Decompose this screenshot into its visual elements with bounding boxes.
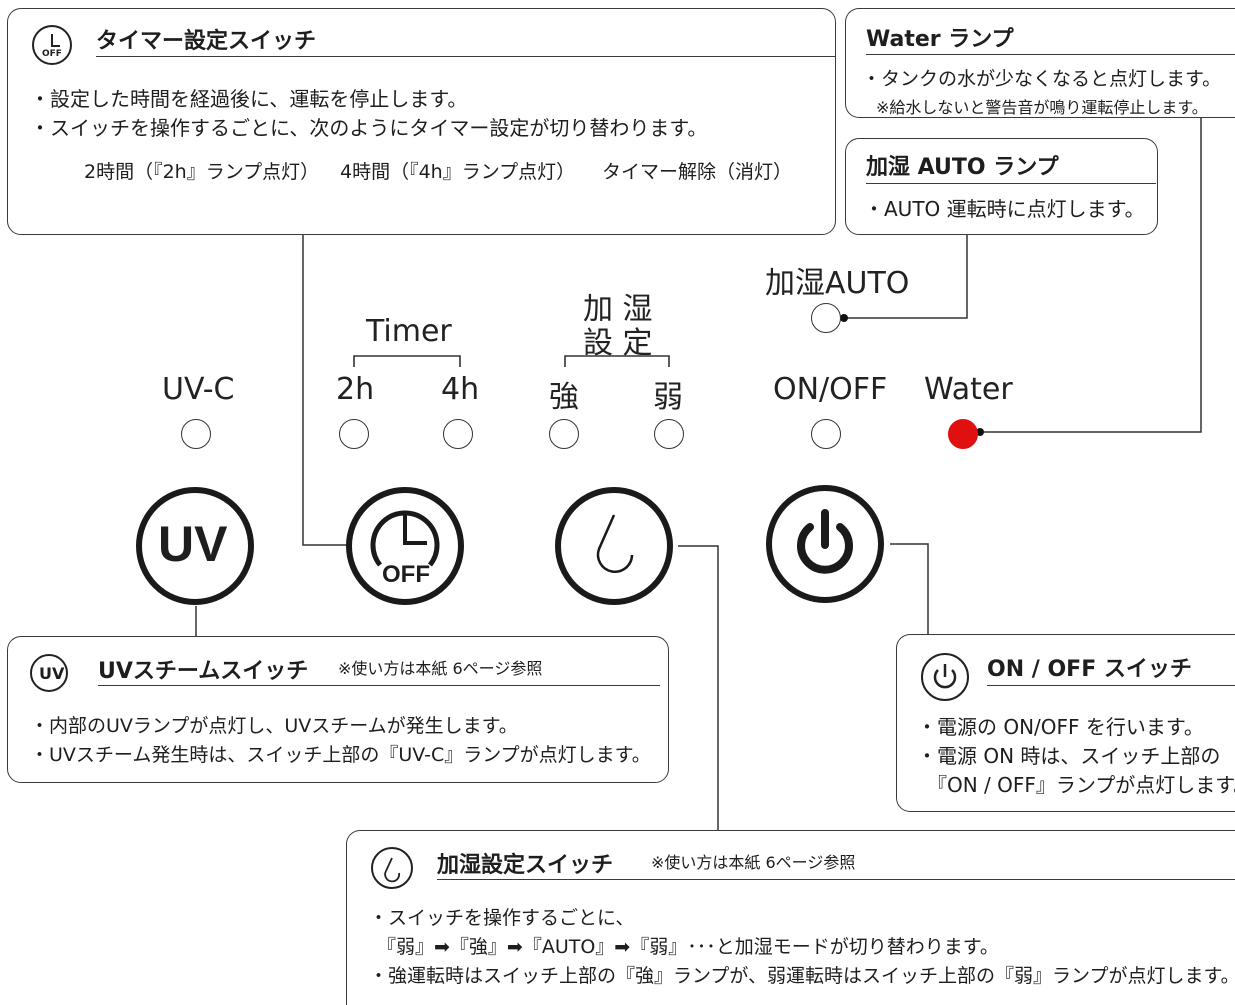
uv-steam-button[interactable]: UV: [136, 487, 254, 605]
uv-box-title: UVスチームスイッチ: [98, 659, 309, 684]
water-connector-dot: [976, 428, 984, 436]
humid-switch-callout-box: 加湿設定スイッチ ※使い方は本紙 6ページ参照 ・スイッチを操作するごとに、 『…: [346, 830, 1235, 1005]
humid-group-label-1: 加 湿: [583, 292, 653, 327]
humid-box-title: 加湿設定スイッチ: [437, 853, 614, 878]
onoff-lamp: [811, 419, 841, 449]
power-switch-callout-box: ON / OFF スイッチ ・電源の ON/OFF を行います。 ・電源 ON …: [896, 634, 1235, 812]
timer-connector: [302, 233, 350, 546]
humid-bracket: [564, 355, 670, 367]
uv-title-rule: [98, 685, 660, 686]
timer-title-rule: [96, 56, 835, 57]
strong-lamp-label: 強: [549, 380, 579, 415]
humidify-button[interactable]: [555, 487, 673, 605]
4h-lamp-label: 4h: [441, 372, 480, 407]
timer-seq-step2: 4時間（『4h』ランプ点灯）: [340, 157, 576, 184]
timer-box-line2: ・スイッチを操作するごとに、次のようにタイマー設定が切り替わります。: [30, 116, 708, 140]
uvc-lamp: [181, 419, 211, 449]
uvc-lamp-label: UV-C: [162, 372, 235, 407]
auto-lamp-callout-box: 加湿 AUTO ランプ ・AUTO 運転時に点灯します。: [845, 138, 1158, 235]
water-box-note: ※給水しないと警告音が鳴り運転停止します。: [876, 98, 1208, 117]
humid-box-line2: 『弱』➡『強』➡『AUTO』➡『弱』･･･と加湿モードが切り替わります。: [377, 936, 999, 958]
power-icon: [797, 509, 853, 574]
water-box-line1: ・タンクの水が少なくなると点灯します。: [862, 68, 1222, 90]
timer-callout-box: OFF タイマー設定スイッチ ・設定した時間を経過後に、運転を停止します。 ・ス…: [7, 8, 836, 235]
uv-icon-text: UV: [39, 664, 65, 683]
water-lamp-callout-box: Water ランプ ・タンクの水が少なくなると点灯します。 ※給水しないと警告音…: [845, 8, 1235, 118]
strong-lamp: [549, 419, 579, 449]
power-icon-small: [921, 653, 969, 701]
onoff-lamp-label: ON/OFF: [773, 372, 888, 407]
uv-box-line2: ・UVスチーム発生時は、スイッチ上部の『UV-C』ランプが点灯します。: [30, 744, 651, 766]
auto-lamp: [811, 303, 841, 333]
power-box-line3: 『ON / OFF』ランプが点灯します。: [927, 773, 1235, 797]
timer-button[interactable]: OFF: [346, 487, 464, 605]
timer-off-icon-text: OFF: [42, 49, 62, 59]
humid-box-line3: ・強運転時はスイッチ上部の『強』ランプが、弱運転時はスイッチ上部の『弱』ランプが…: [369, 965, 1235, 987]
humid-box-ref: ※使い方は本紙 6ページ参照: [651, 853, 856, 872]
weak-lamp: [654, 419, 684, 449]
timer-bracket: [353, 355, 461, 367]
timer-button-text: OFF: [382, 561, 430, 588]
water-connector: [980, 118, 1202, 433]
humid-connector: [678, 545, 719, 830]
2h-lamp: [339, 419, 369, 449]
timer-group-label: Timer: [366, 314, 452, 349]
power-connector: [890, 543, 929, 636]
auto-box-title: 加湿 AUTO ランプ: [866, 155, 1059, 180]
power-box-title: ON / OFF スイッチ: [987, 657, 1192, 682]
auto-title-rule: [866, 183, 1156, 184]
uv-box-ref: ※使い方は本紙 6ページ参照: [338, 659, 543, 678]
droplet-icon-small: [371, 847, 413, 889]
power-box-line2: ・電源 ON 時は、スイッチ上部の: [917, 744, 1221, 768]
uv-switch-callout-box: UV UVスチームスイッチ ※使い方は本紙 6ページ参照 ・内部のUVランプが点…: [7, 636, 669, 783]
2h-lamp-label: 2h: [336, 372, 375, 407]
humid-title-rule: [437, 879, 1235, 880]
water-box-title: Water ランプ: [866, 27, 1014, 52]
timer-box-title: タイマー設定スイッチ: [96, 29, 317, 54]
water-lamp-label: Water: [924, 372, 1013, 407]
uv-button-text: UV: [158, 516, 228, 572]
uv-box-line1: ・内部のUVランプが点灯し、UVスチームが発生します。: [30, 715, 518, 737]
timer-seq-step3: タイマー解除（消灯）: [602, 157, 793, 184]
timer-seq-step1: 2時間（『2h』ランプ点灯）: [84, 157, 320, 184]
auto-lamp-label: 加湿AUTO: [765, 266, 910, 301]
weak-lamp-label: 弱: [653, 380, 683, 415]
auto-connector: [844, 234, 968, 319]
humid-box-line1: ・スイッチを操作するごとに、: [369, 907, 635, 929]
4h-lamp: [443, 419, 473, 449]
timer-box-line1: ・設定した時間を経過後に、運転を停止します。: [30, 87, 468, 111]
droplet-icon: [596, 514, 634, 573]
uv-icon: UV: [30, 654, 68, 692]
water-lamp: [948, 419, 978, 449]
power-button[interactable]: [766, 485, 884, 603]
timer-off-icon: OFF: [32, 25, 72, 65]
auto-connector-dot: [840, 314, 848, 322]
water-title-rule: [866, 54, 1235, 55]
power-box-line1: ・電源の ON/OFF を行います。: [917, 715, 1204, 739]
power-title-rule: [987, 685, 1235, 686]
timer-button-icon: [370, 510, 440, 567]
humid-group-label-2: 設 定: [583, 326, 653, 361]
auto-box-line1: ・AUTO 運転時に点灯します。: [864, 197, 1145, 221]
